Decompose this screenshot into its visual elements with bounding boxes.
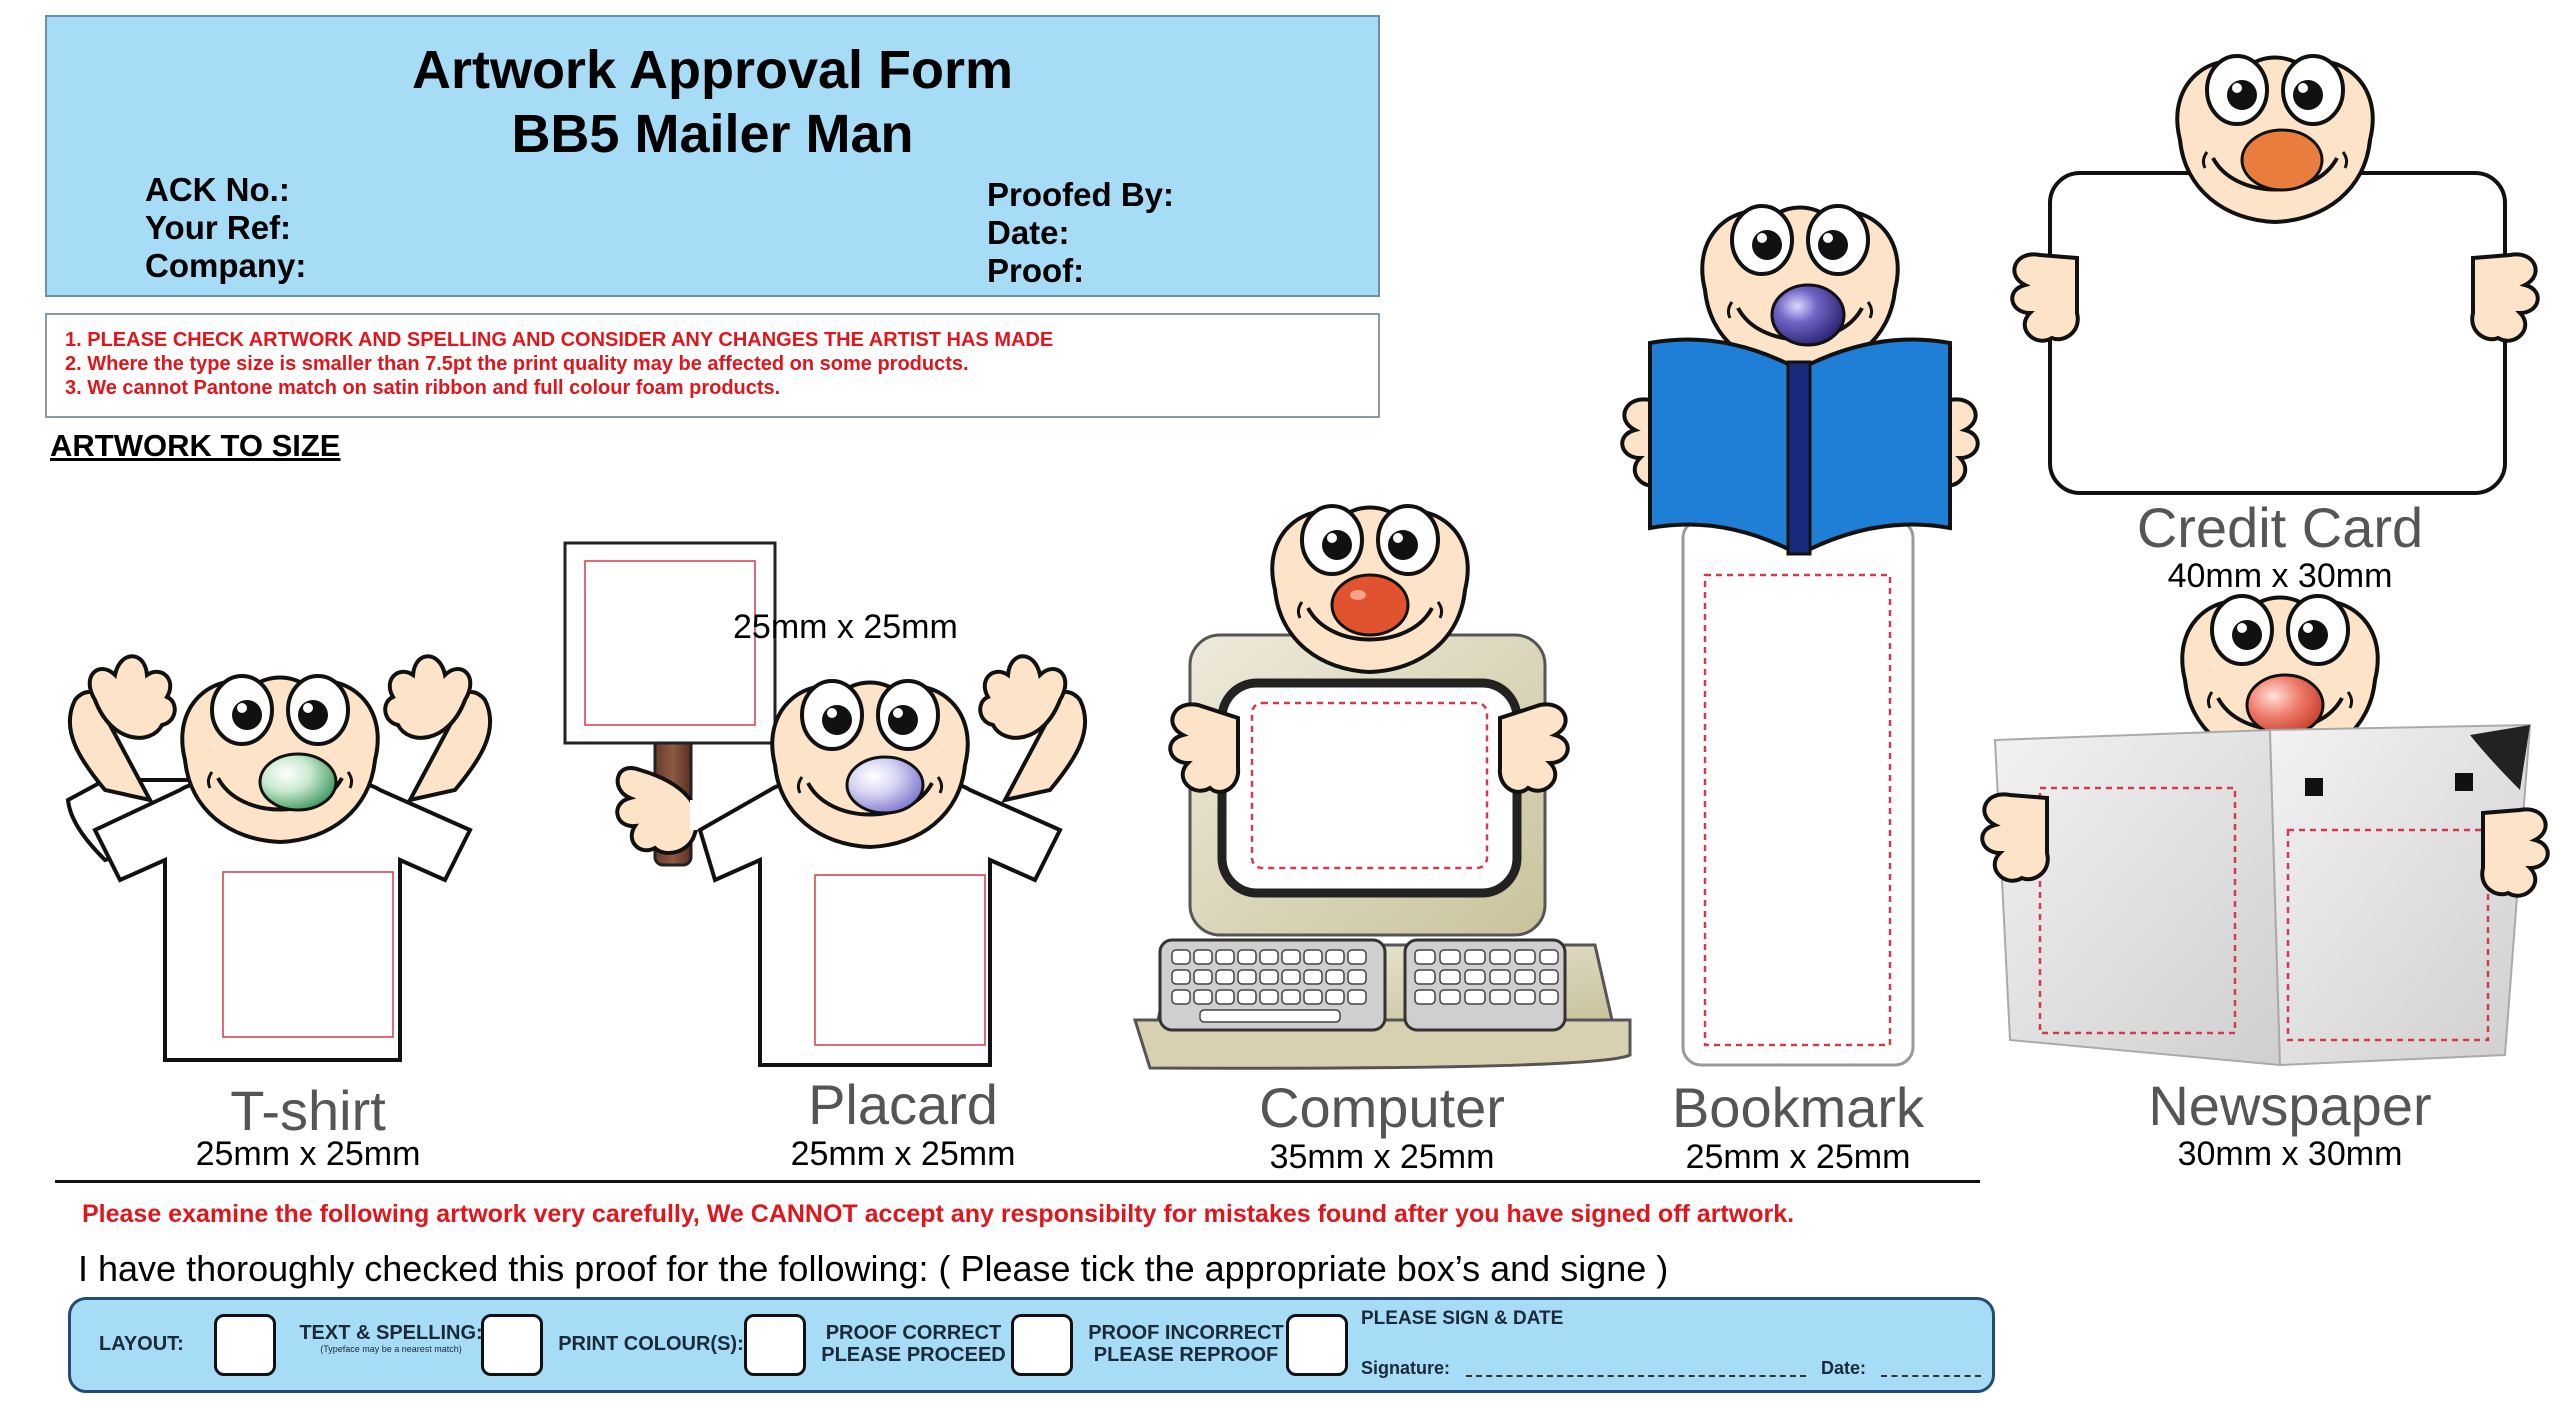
placard-size: 25mm x 25mm: [790, 1135, 1016, 1173]
product-illustrations: [65, 54, 2550, 1070]
print-colours-label: PRINT COLOUR(S):: [558, 1333, 744, 1355]
company-label: Company:: [145, 247, 307, 284]
proof-incorrect-label: PROOF INCORRECT PLEASE REPROOF: [1088, 1322, 1284, 1366]
layout-label: LAYOUT:: [99, 1333, 184, 1355]
proofed-by-label: Proofed By:: [987, 176, 1175, 213]
text-spelling-checkbox[interactable]: [481, 1314, 543, 1376]
your-ref-label: Your Ref:: [145, 209, 292, 246]
tshirt-name: T-shirt: [230, 1079, 386, 1142]
credit-card-name: Credit Card: [2136, 496, 2424, 559]
newspaper-size: 30mm x 30mm: [2177, 1135, 2403, 1173]
print-colours-checkbox[interactable]: [744, 1314, 806, 1376]
sign-date-field-label: Date:: [1821, 1358, 1867, 1378]
approval-tick-bar: LAYOUT: TEXT & SPELLING: (Typeface may b…: [68, 1297, 1995, 1393]
bookmark-illustration: [1620, 204, 1980, 1067]
proof-correct-checkbox[interactable]: [1011, 1314, 1073, 1376]
tshirt-size: 25mm x 25mm: [195, 1135, 421, 1173]
typeface-note: (Typeface may be a nearest match): [320, 1344, 462, 1354]
placard-illustration: [563, 541, 1088, 1067]
text-spelling-label: TEXT & SPELLING: (Typeface may be a near…: [296, 1322, 486, 1354]
checked-statement: I have thoroughly checked this proof for…: [78, 1248, 1669, 1289]
newspaper-illustration: [1980, 594, 2550, 1067]
date-field[interactable]: [1881, 1375, 1981, 1377]
footer-divider: [55, 1180, 1980, 1183]
credit-card-illustration: [2010, 54, 2540, 495]
placard-sign-size: 25mm x 25mm: [733, 608, 958, 646]
artwork-heading: ARTWORK TO SIZE: [50, 428, 341, 463]
credit-card-size: 40mm x 30mm: [2167, 557, 2393, 595]
tshirt-illustration: [65, 654, 493, 1062]
note-1: 1. PLEASE CHECK ARTWORK AND SPELLING AND…: [65, 329, 1054, 351]
proof-correct-label: PROOF CORRECT PLEASE PROCEED: [821, 1322, 1006, 1366]
signature-label: Signature:: [1361, 1358, 1451, 1378]
bookmark-size: 25mm x 25mm: [1685, 1138, 1911, 1176]
bookmark-name: Bookmark: [1671, 1076, 1925, 1139]
placard-name: Placard: [808, 1073, 998, 1136]
form-header: Artwork Approval Form BB5 Mailer Man ACK…: [45, 15, 1380, 297]
notes-box: 1. PLEASE CHECK ARTWORK AND SPELLING AND…: [45, 313, 1380, 418]
computer-size: 35mm x 25mm: [1269, 1138, 1495, 1176]
newspaper-name: Newspaper: [2148, 1074, 2432, 1137]
form-title: Artwork Approval Form: [411, 40, 1014, 100]
date-label: Date:: [987, 214, 1070, 251]
sign-date-label: PLEASE SIGN & DATE: [1361, 1308, 1564, 1329]
proof-label: Proof:: [987, 252, 1085, 289]
computer-name: Computer: [1259, 1076, 1505, 1139]
proof-incorrect-checkbox[interactable]: [1286, 1314, 1348, 1376]
form-subtitle: BB5 Mailer Man: [511, 104, 914, 164]
note-2: 2. Where the type size is smaller than 7…: [65, 353, 969, 375]
ack-no-label: ACK No.:: [145, 171, 290, 208]
computer-illustration: [1132, 504, 1632, 1070]
responsibility-warning: Please examine the following artwork ver…: [82, 1200, 1795, 1228]
layout-checkbox[interactable]: [214, 1314, 276, 1376]
note-3: 3. We cannot Pantone match on satin ribb…: [65, 377, 781, 399]
signature-field[interactable]: [1466, 1375, 1806, 1377]
